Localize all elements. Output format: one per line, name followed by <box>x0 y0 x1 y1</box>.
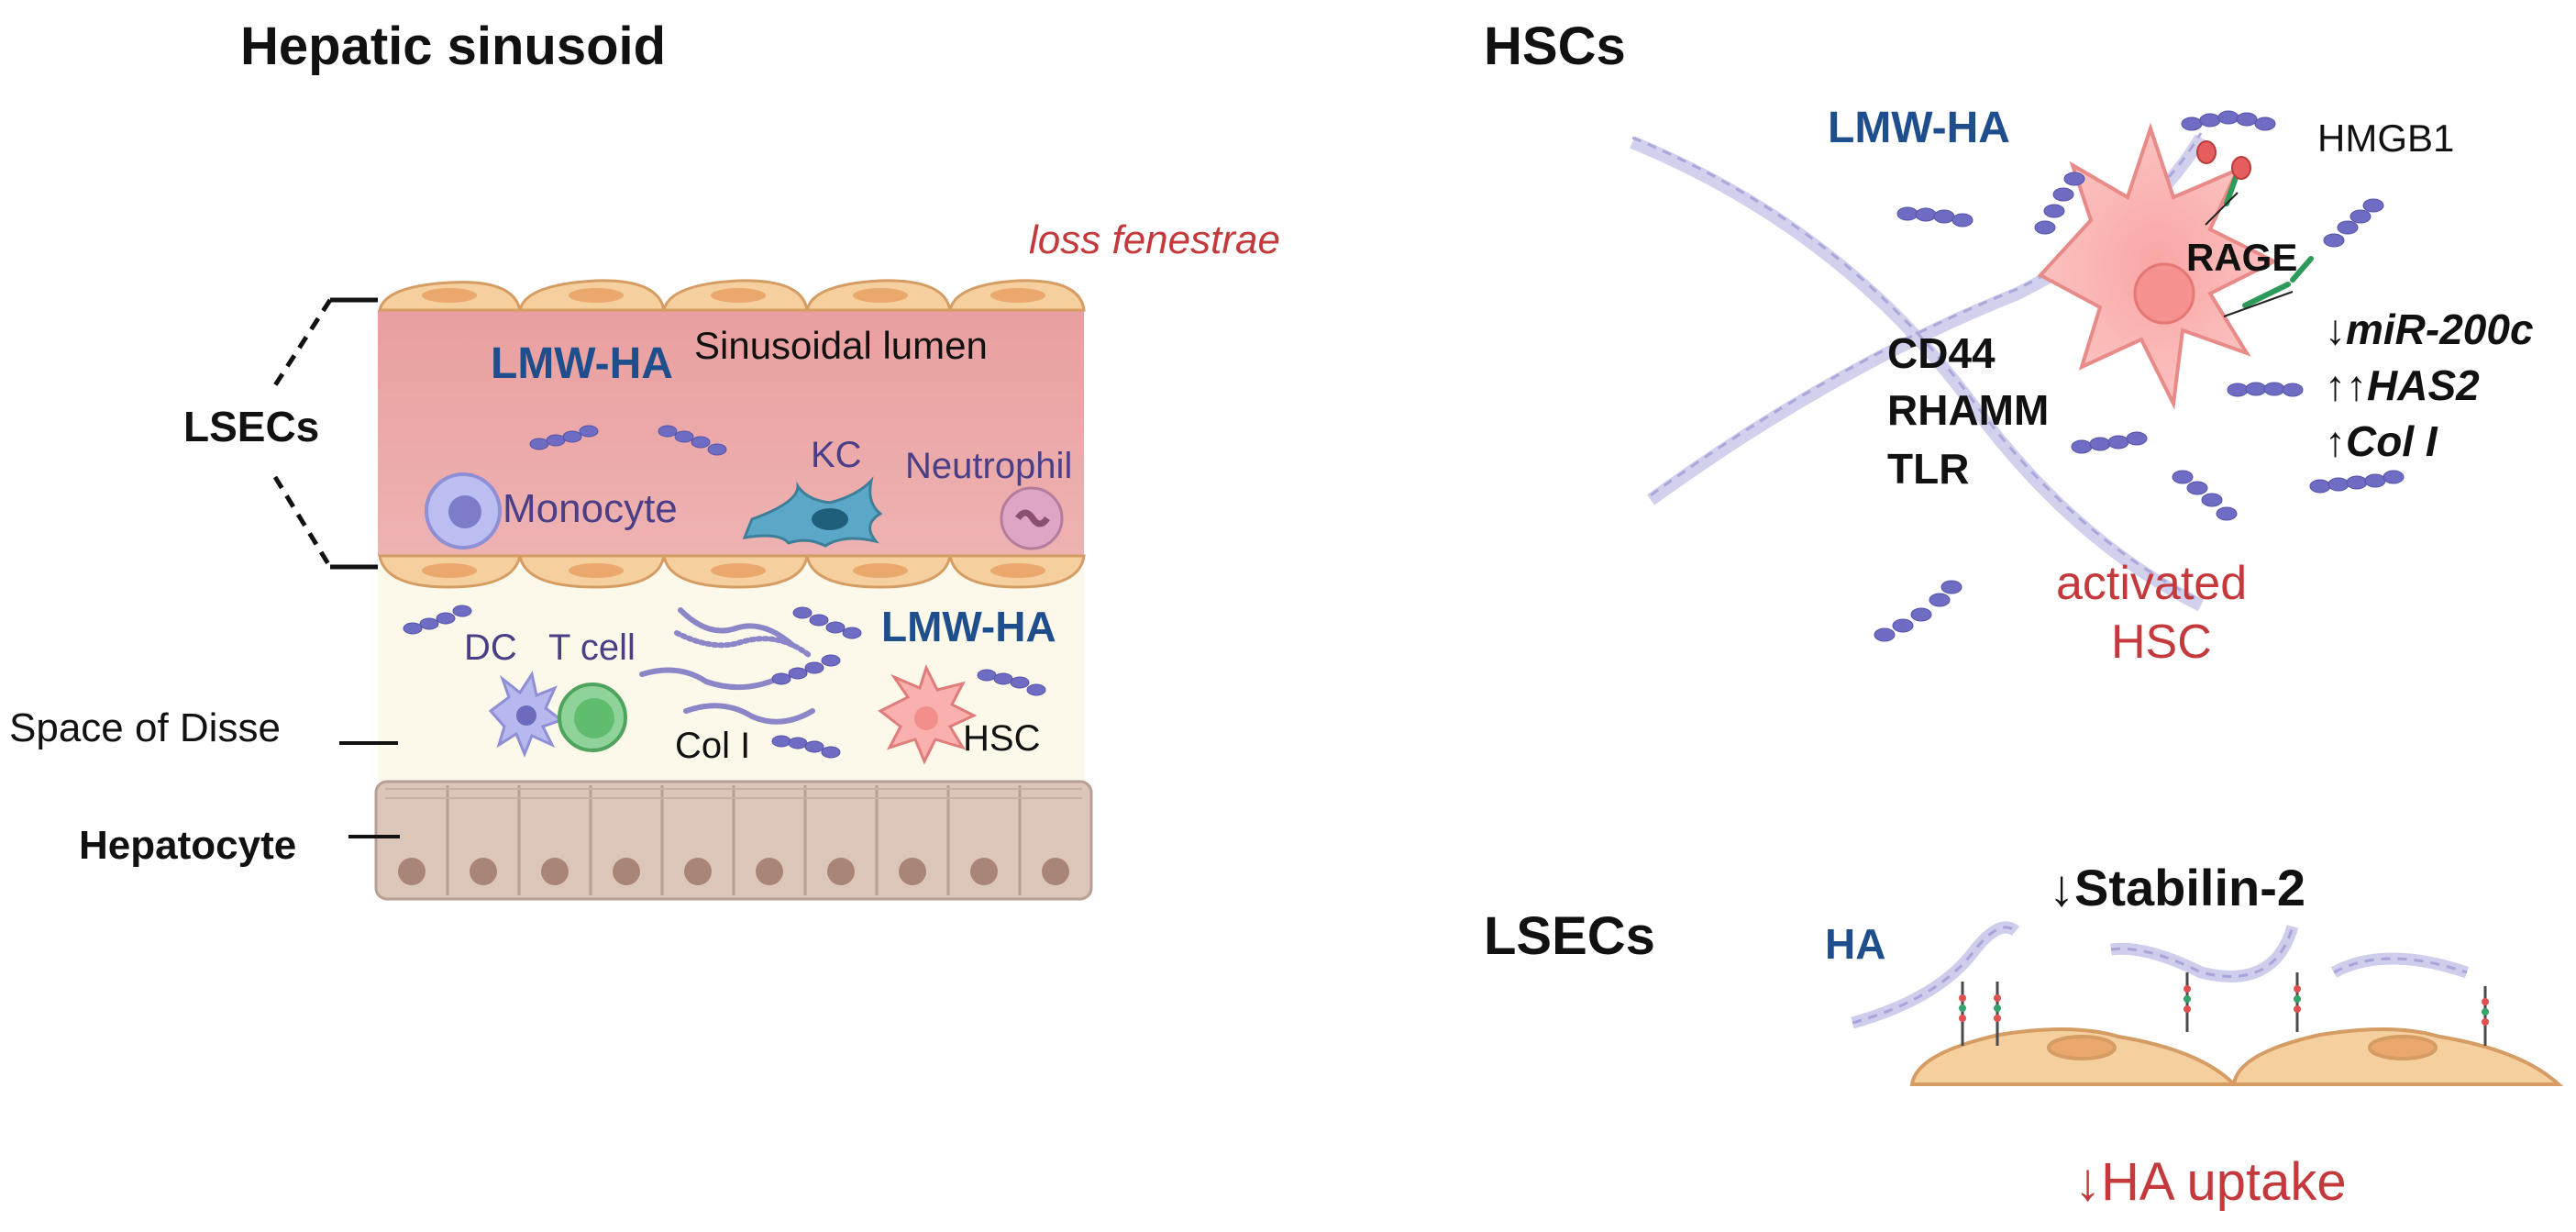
hmgb1-molecules <box>2196 140 2251 180</box>
ha-chains-right <box>1874 110 2405 642</box>
lsecs-panel-title: LSECs <box>1484 906 1655 966</box>
sinusoidal-lumen-label: Sinusoidal lumen <box>694 324 988 367</box>
lmw-ha-disse-label: LMW-HA <box>881 603 1056 650</box>
kc-cell <box>742 476 883 548</box>
ha-lsec-label: HA <box>1825 920 1886 968</box>
ha-strands-lsec <box>1851 921 2470 1029</box>
dc-label: DC <box>464 627 517 668</box>
t-cell-label: T cell <box>548 627 636 668</box>
lsecs-bracket <box>272 297 378 570</box>
activated-hsc-label-line2: HSC <box>2111 616 2212 669</box>
stabilin-2-label: ↓Stabilin-2 <box>2049 859 2306 916</box>
neutrophil-label: Neutrophil <box>905 446 1073 486</box>
rage-label: RAGE <box>2186 236 2298 279</box>
lsecs-panel <box>1851 921 2564 1086</box>
space-of-disse-label: Space of Disse <box>9 705 281 750</box>
hsc-small-label: HSC <box>963 718 1041 759</box>
ha-uptake-label: ↓HA uptake <box>2074 1152 2347 1212</box>
activated-hsc-label-line1: activated <box>2056 557 2248 610</box>
sinusoid-panel <box>272 279 1093 901</box>
change-has2-label: ↑↑HAS2 <box>2325 361 2480 409</box>
col-i-fibers <box>639 607 815 725</box>
t-cell <box>558 683 627 752</box>
hepatocyte-row <box>374 780 1093 901</box>
ha-chains-left <box>403 425 1046 759</box>
space-of-disse-area <box>378 569 1084 782</box>
lsec-row-top <box>378 279 1086 312</box>
hscs-panel-title: HSCs <box>1484 17 1626 76</box>
neutrophil-cell <box>1000 486 1064 550</box>
hsc-cell-small <box>878 664 978 765</box>
activated-hsc-cell <box>2037 122 2279 410</box>
receptor-tlr-label: TLR <box>1887 445 1970 493</box>
monocyte-cell <box>425 472 502 549</box>
monocyte-label: Monocyte <box>503 486 678 531</box>
loss-fenestrae-label: loss fenestrae <box>1029 217 1280 262</box>
lsec-row-bottom <box>378 554 1086 589</box>
receptor-cd44-label: CD44 <box>1887 329 1996 377</box>
lmw-ha-hsc-label: LMW-HA <box>1828 104 2010 152</box>
kc-label: KC <box>811 435 862 475</box>
hepatocyte-label: Hepatocyte <box>79 823 297 868</box>
lsecs-bracket-label: LSECs <box>183 403 320 450</box>
hscs-panel <box>1630 110 2405 642</box>
change-mir200c-label: ↓miR-200c <box>2325 305 2534 353</box>
lmw-ha-lumen-label: LMW-HA <box>491 339 673 388</box>
receptor-rhamm-label: RHAMM <box>1887 386 2050 434</box>
hmgb1-label: HMGB1 <box>2317 117 2455 160</box>
col-i-label: Col I <box>675 726 751 766</box>
lsec-cells-right <box>1909 1027 2564 1086</box>
sinusoid-panel-title: Hepatic sinusoid <box>240 17 667 76</box>
change-col-i-label: ↑Col I <box>2325 417 2438 465</box>
